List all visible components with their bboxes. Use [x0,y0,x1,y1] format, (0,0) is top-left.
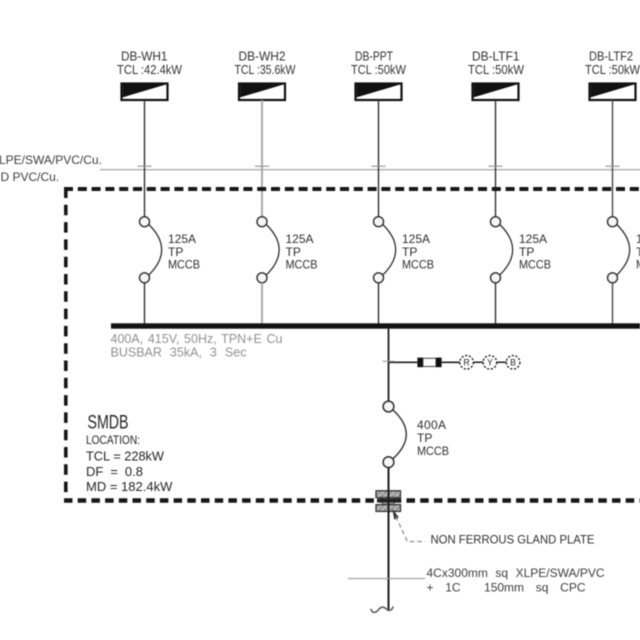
svg-text:125A: 125A [519,232,547,246]
svg-text:TCL = 228kW: TCL = 228kW [86,449,165,464]
svg-text:DB-PPT: DB-PPT [355,50,393,64]
svg-text:MCCB: MCCB [286,258,318,272]
svg-text:DB-WH1: DB-WH1 [121,50,168,64]
svg-text:MCCB: MCCB [519,258,551,272]
svg-text:SMDB: SMDB [88,413,129,434]
svg-text:400A, 415V, 50Hz, TPN+E Cu: 400A, 415V, 50Hz, TPN+E Cu [111,332,283,346]
svg-text:125A: 125A [286,232,314,246]
svg-text:LOCATION:: LOCATION: [86,433,140,447]
svg-text:R: R [463,357,469,367]
svg-text:TCL :50kW: TCL :50kW [585,63,640,77]
svg-text:XLPE/SWA/PVC/Cu.: XLPE/SWA/PVC/Cu. [0,153,102,167]
svg-text:TCL :42.4kW: TCL :42.4kW [117,63,182,77]
svg-text:DB-LTF1: DB-LTF1 [472,50,520,64]
svg-text:BUSBAR 35kA, 3 Sec: BUSBAR 35kA, 3 Sec [111,346,247,360]
svg-text:TP: TP [168,245,183,259]
svg-text:4Cx300mm sq XLPE/SWA/PVC: 4Cx300mm sq XLPE/SWA/PVC [427,566,605,580]
svg-text:Y: Y [487,357,493,367]
svg-text:TP: TP [417,431,432,445]
svg-text:DF = 0.8: DF = 0.8 [86,464,143,479]
svg-text:B: B [510,357,516,367]
svg-text:TCL :50kW: TCL :50kW [351,63,406,77]
svg-text:MCCB: MCCB [402,258,434,272]
svg-text:MCCB: MCCB [168,258,200,272]
svg-text:TP: TP [402,245,417,259]
svg-text:400A: 400A [417,418,446,432]
svg-text:TP: TP [286,245,301,259]
svg-text:TCL :50kW: TCL :50kW [468,63,524,77]
svg-text:MCCB: MCCB [417,444,449,458]
svg-text:125A: 125A [168,232,196,246]
svg-text:DB-WH2: DB-WH2 [239,50,286,64]
svg-text:125A: 125A [402,232,430,246]
svg-text:MCCB: MCCB [636,258,640,272]
svg-text:TP: TP [636,245,640,259]
svg-text:TCL :35.6kW: TCL :35.6kW [235,63,296,77]
svg-text:NON FERROUS GLAND PLATE: NON FERROUS GLAND PLATE [431,535,595,547]
svg-text:MD = 182.4kW: MD = 182.4kW [86,479,173,494]
svg-text:D PVC/Cu.: D PVC/Cu. [1,170,60,184]
svg-text:DB-LTF2: DB-LTF2 [589,50,633,64]
svg-text:+ 1C 150mm sq CPC: + 1C 150mm sq CPC [427,581,586,595]
svg-text:TP: TP [519,245,534,259]
svg-text:125A: 125A [636,232,640,246]
